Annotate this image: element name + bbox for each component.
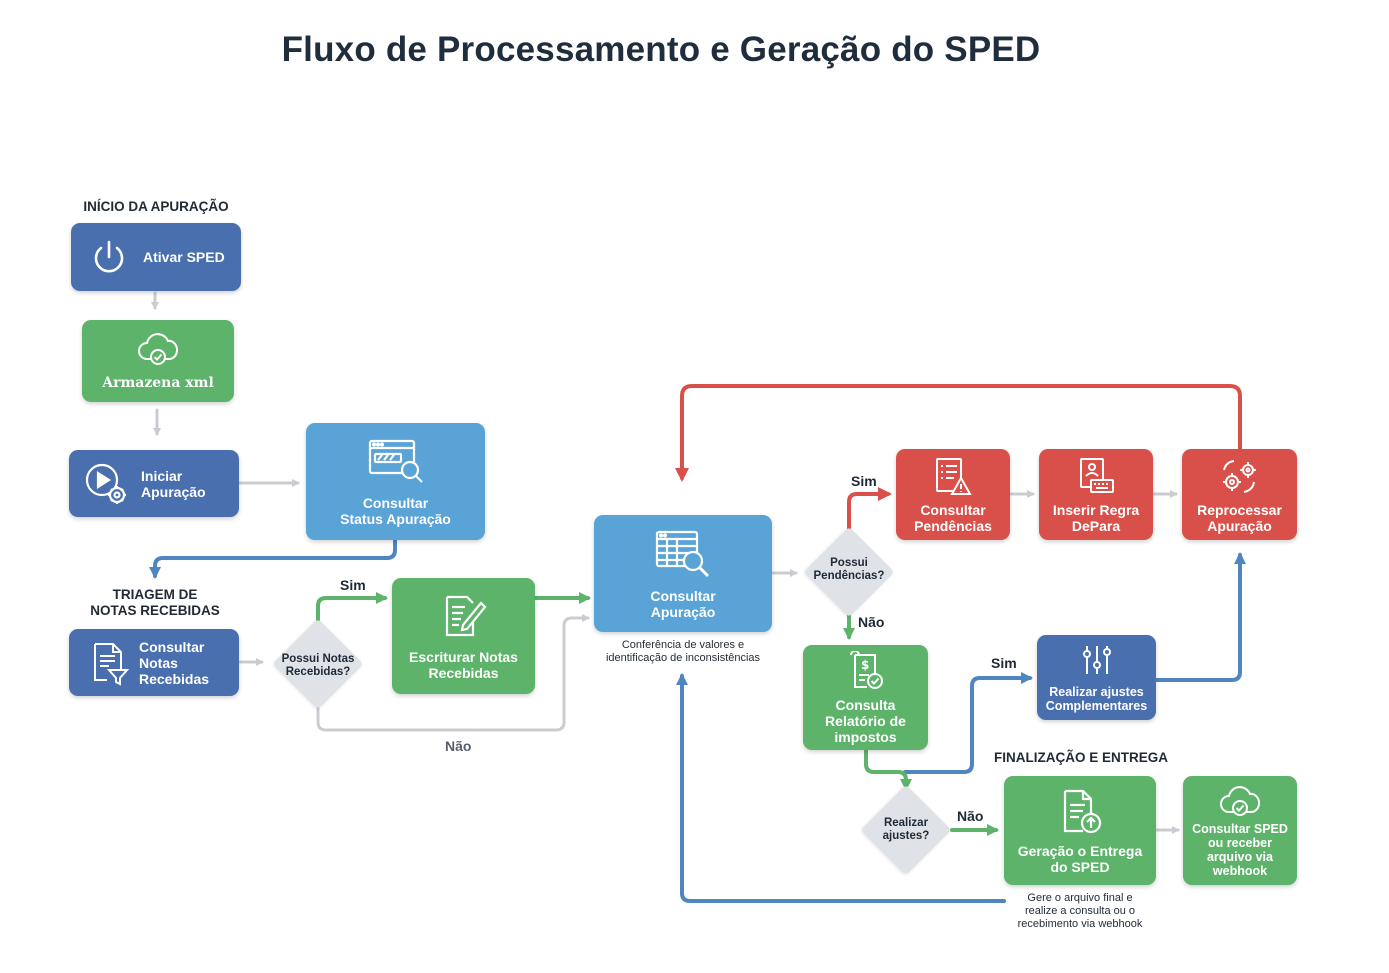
cloud-check-icon [1217,784,1263,818]
node-label: Consultar Apuração [650,587,716,620]
table-search-icon [653,528,713,580]
edge-sim-escriturar [316,592,388,624]
list-warning-icon [933,456,973,496]
note-apuracao: Conferência de valores e identificação d… [605,639,761,664]
decision-label-possui-pendencias: Possui Pendências? [813,557,885,582]
node-label: Consultar Pendências [914,501,992,534]
node-label: Consultar Status Apuração [340,494,451,527]
document-filter-icon [89,640,129,686]
edge-relatorio-ajustes [864,749,912,791]
section-finalizacao: FINALIZAÇÃO E ENTREGA [994,750,1168,765]
cloud-check-icon [135,331,181,367]
node-ativar-sped[interactable]: Ativar SPED [71,223,241,291]
gears-refresh-icon [1218,456,1262,496]
edge-label-notas-sim: Sim [340,577,366,593]
edge-label-ajustes-sim: Sim [991,655,1017,671]
edge-label-pendencias-sim: Sim [851,473,877,489]
node-consultar-notas[interactable]: Consultar Notas Recebidas [69,629,239,696]
node-label: Geração o Entrega do SPED [1017,842,1143,875]
decision-label-possui-notas: Possui Notas Recebidas? [281,653,355,678]
sliders-icon [1080,643,1114,677]
node-label: Reprocessar Apuração [1197,501,1282,534]
node-consulta-relatorio[interactable]: $ Consulta Relatório de impostos [803,645,928,750]
node-label: Consultar Notas Recebidas [139,638,210,687]
document-keyboard-icon [1075,456,1117,496]
edge-label-notas-nao: Não [445,738,472,754]
section-triagem: TRIAGEM DE NOTAS RECEBIDAS [90,587,220,618]
node-realizar-ajustes-compl[interactable]: Realizar ajustes Complementares [1037,635,1156,720]
edge-geracao-loop [676,673,1006,903]
edge-label-ajustes-nao: Não [957,808,984,824]
node-label: Ativar SPED [143,249,225,265]
document-upload-icon [1057,787,1103,835]
edge-pend-sim [847,487,892,537]
power-icon [89,237,129,277]
svg-text:$: $ [861,658,869,672]
node-label: Escriturar Notas Recebidas [409,649,518,681]
node-iniciar-apuracao[interactable]: Iniciar Apuração [69,450,239,517]
section-inicio: INÍCIO DA APURAÇÃO [83,199,229,214]
note-entrega: Gere o arquivo final e realize a consult… [1017,892,1143,930]
node-consultar-status[interactable]: Consultar Status Apuração [306,423,485,540]
edge-status-triagem [149,539,397,579]
node-inserir-regra[interactable]: Inserir Regra DePara [1039,449,1153,540]
node-armazena-xml[interactable]: Armazena xml [82,320,234,402]
receipt-check-icon: $ [845,650,887,691]
edge-nao-apuracao [316,614,590,732]
edge-reproc-loop [675,384,1242,482]
play-gear-icon [83,461,129,507]
node-label: Consultar SPED ou receber arquivo via we… [1192,821,1288,878]
browser-search-icon [366,437,426,485]
node-consultar-sped[interactable]: Consultar SPED ou receber arquivo via we… [1183,776,1297,885]
node-label: Inserir Regra DePara [1052,501,1140,534]
node-label: Consulta Relatório de impostos [825,696,906,745]
document-pen-icon [439,591,489,641]
node-reprocessar[interactable]: Reprocessar Apuração [1182,449,1297,540]
node-consultar-pendencias[interactable]: Consultar Pendências [896,449,1010,540]
node-label: Armazena xml [102,375,214,391]
node-consultar-apuracao[interactable]: Consultar Apuração [594,515,772,632]
page-title: Fluxo de Processamento e Geração do SPED [281,30,1041,69]
edge-ajustes-reproc [1155,552,1246,682]
node-geracao-entrega[interactable]: Geração o Entrega do SPED [1004,776,1156,885]
decision-label-realizar-ajustes: Realizar ajustes? [882,817,930,842]
node-label: Realizar ajustes Complementares [1045,684,1148,713]
node-escriturar-notas[interactable]: Escriturar Notas Recebidas [392,578,535,694]
edge-sim-ajustes [903,672,1033,774]
node-label: Iniciar Apuração [141,467,206,500]
edge-label-pendencias-nao: Não [858,614,885,630]
